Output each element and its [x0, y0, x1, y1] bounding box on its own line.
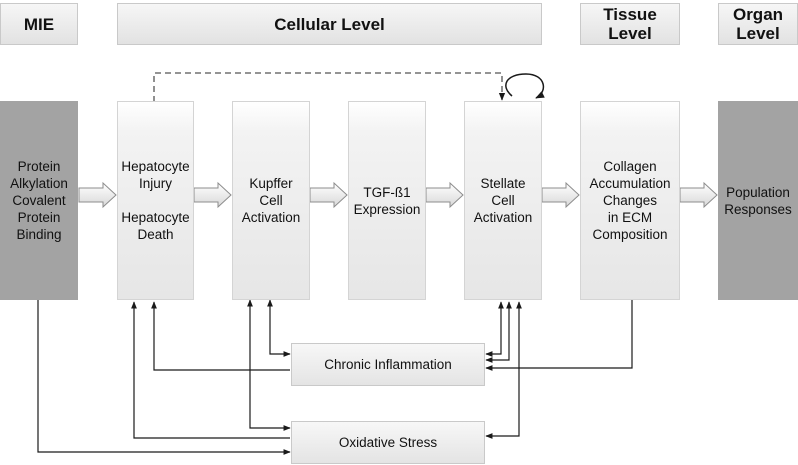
hepatocyte-injury-label: Hepatocyte Injury	[121, 159, 190, 191]
kupffer-cell-activation-box: Kupffer Cell Activation	[232, 101, 310, 300]
hepatocyte-death-label: Hepatocyte Death	[121, 210, 190, 242]
flow-arrow-2	[193, 181, 232, 209]
flow-arrow-1	[78, 181, 117, 209]
connector-kupffer-oxidative	[247, 299, 291, 431]
tgf-b1-expression-box: TGF-ß1 Expression	[348, 101, 426, 300]
connector-oxidative-hepatocyte	[131, 301, 290, 439]
header-organ-level: Organ Level	[718, 3, 798, 45]
header-tissue-level: Tissue Level	[580, 3, 680, 45]
dashed-feedback-connector	[153, 72, 506, 102]
connector-collagen-inflammation	[485, 300, 633, 371]
flow-arrow-6	[679, 181, 718, 209]
connector-stellate-inflammation-2	[485, 301, 512, 363]
flow-arrow-5	[541, 181, 580, 209]
connector-kupffer-inflammation	[267, 299, 291, 357]
mie-protein-alkylation-box: Protein Alkylation Covalent Protein Bind…	[0, 101, 78, 300]
header-mie: MIE	[0, 3, 78, 45]
flow-arrow-4	[425, 181, 464, 209]
flow-arrow-3	[309, 181, 348, 209]
connector-mie-oxidative	[37, 300, 291, 455]
flow-arrows	[78, 181, 718, 209]
oxidative-stress-box: Oxidative Stress	[291, 421, 485, 464]
chronic-inflammation-box: Chronic Inflammation	[291, 343, 485, 386]
hepatocyte-box: Hepatocyte Injury Hepatocyte Death	[117, 101, 194, 300]
population-responses-box: Population Responses	[718, 101, 798, 300]
stellate-cell-activation-box: Stellate Cell Activation	[464, 101, 542, 300]
connector-stellate-oxidative	[485, 301, 522, 439]
connector-stellate-inflammation-1	[485, 301, 504, 357]
connector-inflammation-hepatocyte	[151, 301, 290, 371]
stellate-self-loop	[505, 73, 545, 99]
header-cellular-level: Cellular Level	[117, 3, 542, 45]
collagen-accumulation-box: Collagen Accumulation Changes in ECM Com…	[580, 101, 680, 300]
